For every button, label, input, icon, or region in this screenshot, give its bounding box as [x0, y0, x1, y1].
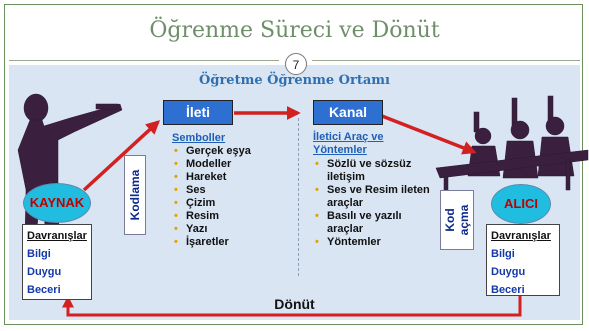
- list-item: Yazı: [172, 223, 292, 236]
- message-list: Gerçek eşya Modeller Hareket Ses Çizim R…: [172, 145, 292, 249]
- decode-arrow: [381, 114, 477, 155]
- channel-box: Kanal: [313, 100, 383, 125]
- page-number-badge: 7: [285, 53, 307, 75]
- feature-item: Bilgi: [491, 248, 515, 260]
- list-item: Hareket: [172, 171, 292, 184]
- title-underline-left: [9, 60, 279, 61]
- slide-frame: [4, 4, 583, 325]
- feature-item: Beceri: [491, 284, 525, 296]
- title-underline-right: [312, 60, 580, 61]
- list-item: Modeller: [172, 158, 292, 171]
- list-item: Sözlü ve sözsüz iletişim: [313, 158, 431, 184]
- channel-list: Sözlü ve sözsüz iletişim Ses ve Resim il…: [313, 158, 431, 249]
- feature-item: Duygu: [491, 266, 526, 278]
- decoding-label: Kod açma: [443, 204, 471, 236]
- list-item: Gerçek eşya: [172, 145, 292, 158]
- message-box: İleti: [163, 100, 233, 125]
- feature-item: Beceri: [27, 284, 61, 296]
- feature-heading: Davranışlar: [491, 230, 551, 242]
- list-item: Yöntemler: [313, 236, 431, 249]
- encode-arrow: [82, 120, 161, 192]
- slide-title: Öğrenme Süreci ve Dönüt: [149, 18, 440, 43]
- feature-item: Duygu: [27, 266, 62, 278]
- list-item: Çizim: [172, 197, 292, 210]
- diagram-subtitle: Öğretme Öğrenme Ortamı: [199, 73, 390, 88]
- list-item: Ses ve Resim ileten araçlar: [313, 184, 431, 210]
- feature-item: Bilgi: [27, 248, 51, 260]
- feature-heading: Davranışlar: [27, 230, 87, 242]
- list-item: İşaretler: [172, 236, 292, 249]
- sender-features: Davranışlar Bilgi Duygu Beceri: [22, 224, 92, 300]
- receiver-ellipse: ALICI: [491, 184, 551, 224]
- message-heading: Semboller: [172, 132, 226, 144]
- decoding-label-box: Kod açma: [440, 190, 474, 250]
- channel-heading: İletici Araç ve Yöntemler: [313, 131, 384, 156]
- list-item: Resim: [172, 210, 292, 223]
- list-item: Ses: [172, 184, 292, 197]
- students-figure: [435, 95, 589, 199]
- encoding-label-box: Kodlama: [124, 155, 146, 235]
- sender-ellipse: KAYNAK: [23, 183, 91, 223]
- receiver-features: Davranışlar Bilgi Duygu Beceri: [486, 224, 560, 296]
- encoding-label: Kodlama: [128, 169, 142, 221]
- feedback-label: Dönüt: [274, 296, 315, 312]
- list-item: Basılı ve yazılı araçlar: [313, 210, 431, 236]
- column-divider: [298, 118, 299, 276]
